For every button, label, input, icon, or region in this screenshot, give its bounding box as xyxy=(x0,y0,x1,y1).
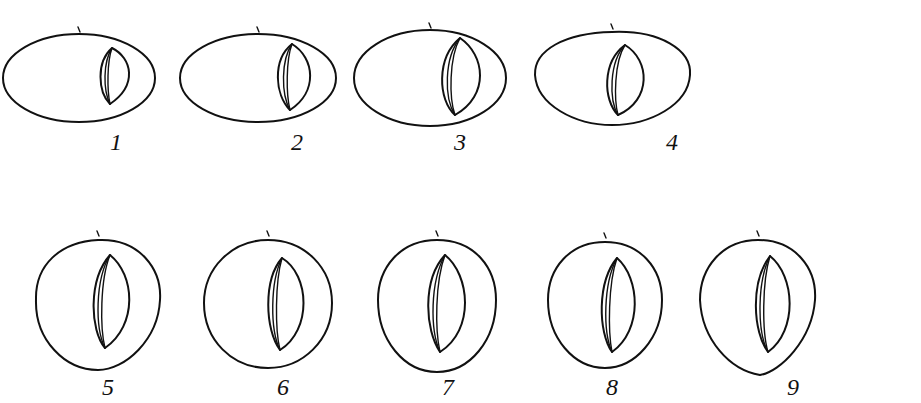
fruit-section xyxy=(3,27,155,122)
figure-number: 5 xyxy=(102,375,114,399)
figure-number: 4 xyxy=(666,130,678,154)
figure-number: 1 xyxy=(110,130,122,154)
figure-number: 7 xyxy=(442,375,454,399)
fruit-section xyxy=(548,233,662,368)
figure-number: 8 xyxy=(606,375,618,399)
figure-number: 9 xyxy=(787,375,799,399)
fruit-section xyxy=(204,231,332,368)
figure-number: 2 xyxy=(291,130,303,154)
fruit-section xyxy=(535,24,690,125)
fruit-section xyxy=(354,23,506,126)
fruit-section xyxy=(378,231,496,372)
fruit-section xyxy=(180,27,336,122)
fruit-section xyxy=(36,231,160,370)
figure-number: 3 xyxy=(454,130,466,154)
figure-number: 6 xyxy=(277,375,289,399)
fruit-section xyxy=(700,231,815,375)
